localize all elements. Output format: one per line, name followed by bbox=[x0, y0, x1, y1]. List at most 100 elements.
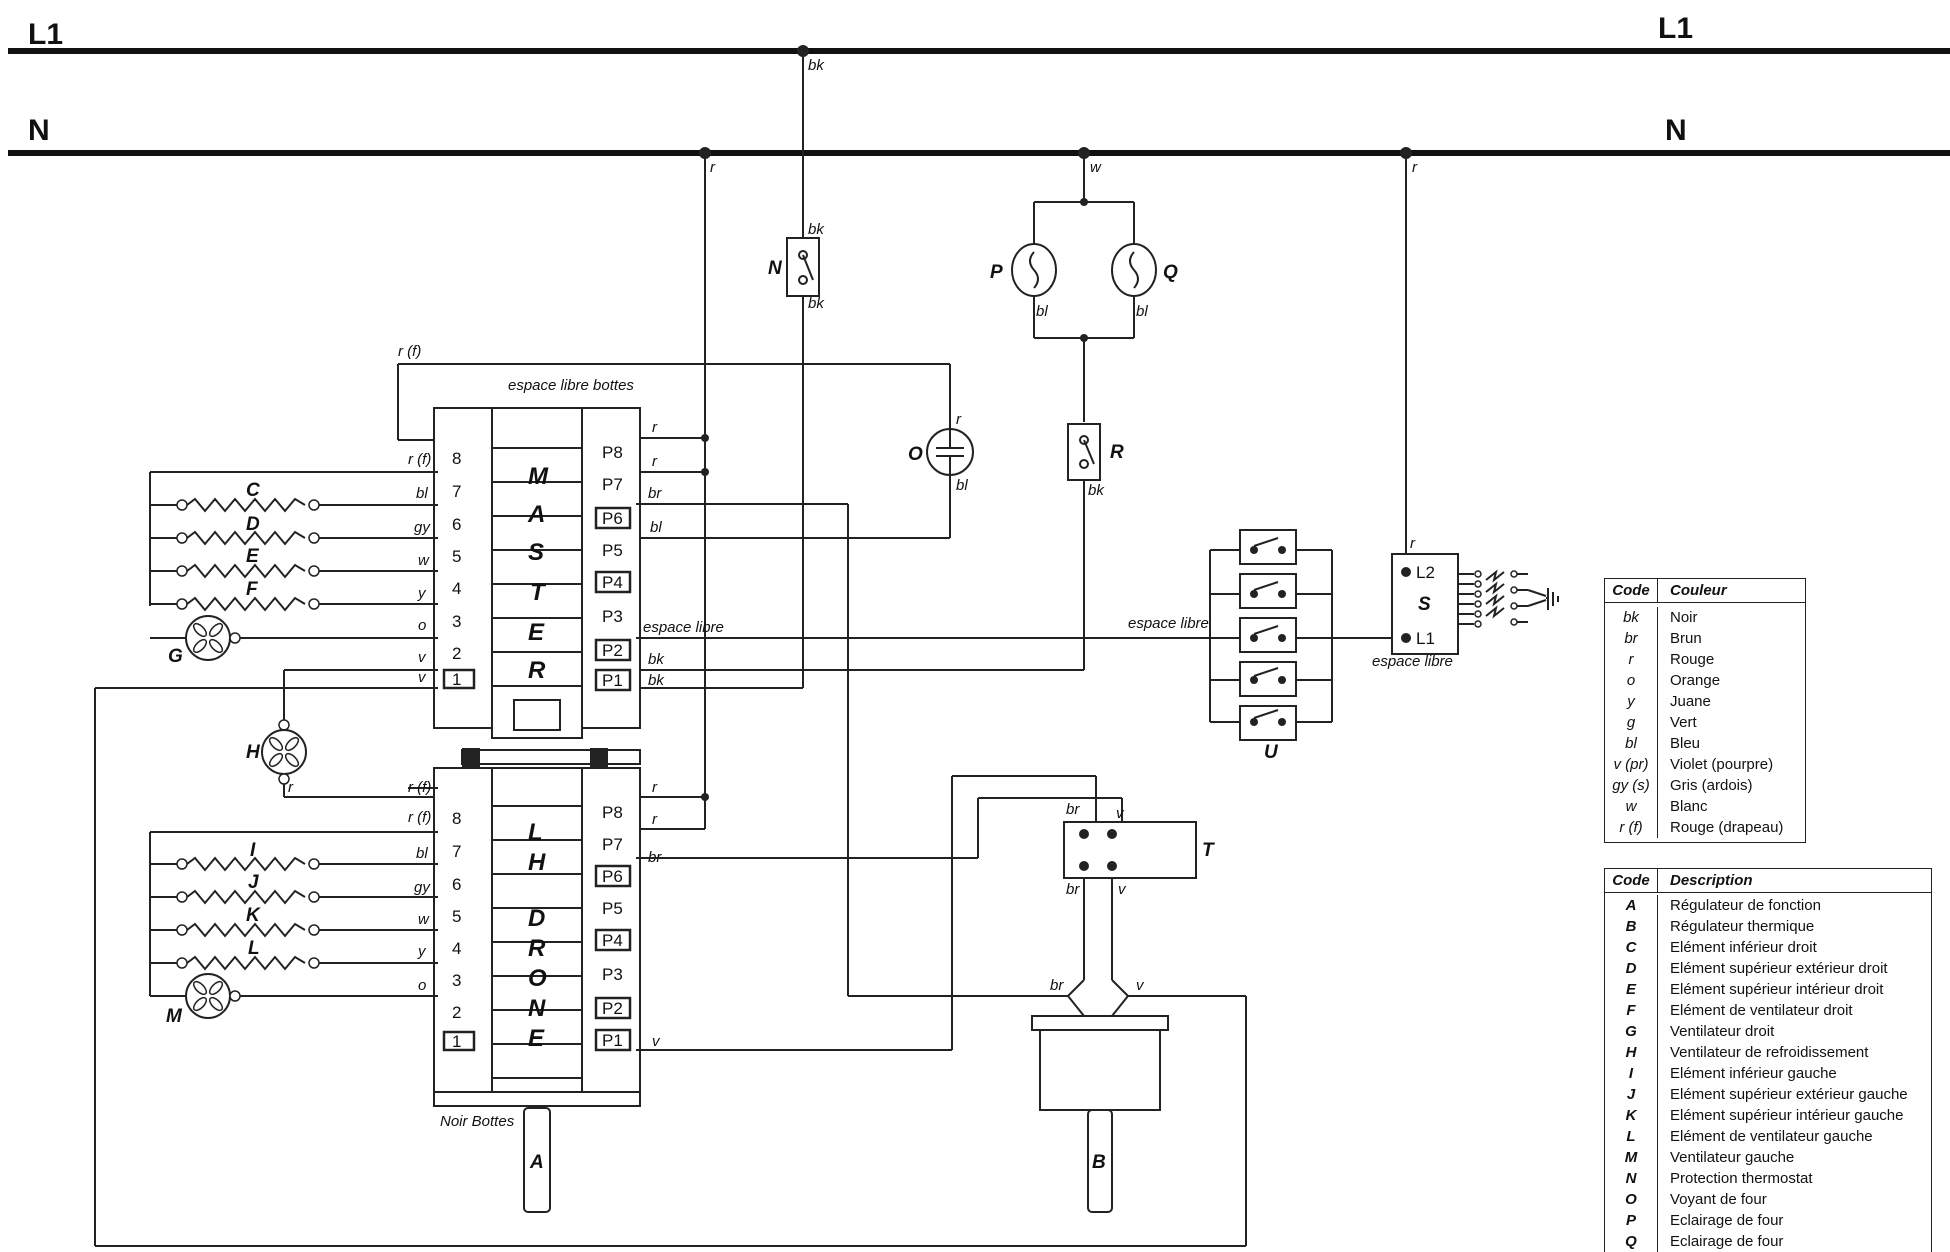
wire-label-r-s: r bbox=[1410, 535, 1416, 552]
wire-label-bk-3: bk bbox=[808, 295, 825, 312]
element-j bbox=[150, 889, 438, 905]
wire-label-w-1: w bbox=[1090, 159, 1102, 176]
component-label-m: M bbox=[166, 1006, 183, 1027]
lhdrone-terminal-1: 1 bbox=[452, 1032, 461, 1051]
function-regulator-a bbox=[523, 1107, 551, 1213]
wire-label-rf-7b: r (f) bbox=[408, 809, 431, 826]
master-terminal-2: 2 bbox=[452, 644, 461, 663]
n-label-right: N bbox=[1665, 114, 1687, 147]
master-terminal-7: 7 bbox=[452, 482, 461, 501]
note-noir-bottes: Noir Bottes bbox=[440, 1113, 515, 1130]
color-table-header-color: Couleur bbox=[1670, 582, 1727, 599]
lhdrone-terminal-4: 4 bbox=[452, 939, 461, 958]
component-label-q: Q bbox=[1163, 262, 1178, 283]
component-label-o: O bbox=[908, 444, 923, 465]
lhdrone-terminal-p7: P7 bbox=[602, 835, 623, 854]
wire-label-bk-1: bk bbox=[808, 57, 825, 74]
lhdrone-terminal-p8: P8 bbox=[602, 803, 623, 822]
wire-label-bl-q: bl bbox=[1136, 303, 1148, 320]
wire-label-w-4: w bbox=[418, 552, 430, 569]
table-row: v (pr)Violet (pourpre) bbox=[1605, 754, 1805, 775]
component-label-d: D bbox=[246, 514, 260, 535]
element-i bbox=[150, 856, 438, 872]
switch-bank-u bbox=[1209, 529, 1333, 741]
master-letter-e: E bbox=[528, 619, 545, 646]
l1-label-left: L1 bbox=[28, 18, 63, 51]
wire-label-v-b: v bbox=[1136, 977, 1145, 994]
wire-label-rf-8b: r (f) bbox=[408, 779, 431, 796]
wire-label-r-s-top: r bbox=[1412, 159, 1418, 176]
lhdrone-letter-o: O bbox=[528, 965, 547, 992]
lhdrone-letter-r: R bbox=[528, 935, 546, 962]
component-label-n: N bbox=[768, 258, 783, 279]
lhdrone-terminal-5: 5 bbox=[452, 907, 461, 926]
lhdrone-terminal-p2: P2 bbox=[602, 999, 623, 1018]
master-terminal-p1: P1 bbox=[602, 671, 623, 690]
component-label-b: B bbox=[1092, 1152, 1106, 1173]
wire-label-y-3: y bbox=[417, 585, 427, 602]
wire-label-br-b: br bbox=[1050, 977, 1064, 994]
component-label-l: L bbox=[248, 938, 260, 959]
wire-bk-l1 bbox=[636, 51, 804, 689]
element-k bbox=[150, 922, 438, 938]
master-terminal-6: 6 bbox=[452, 515, 461, 534]
component-label-i: I bbox=[250, 840, 256, 861]
wire-label-r-o: r bbox=[956, 411, 962, 428]
s-terminal-l1: L1 bbox=[1416, 629, 1435, 648]
table-row: r (f)Rouge (drapeau) bbox=[1605, 817, 1805, 838]
master-terminal-p2: P2 bbox=[602, 641, 623, 660]
master-terminal-p4: P4 bbox=[602, 573, 623, 592]
thermostat-b-flange bbox=[1031, 1015, 1169, 1031]
wire-label-v-1: v bbox=[418, 669, 427, 686]
note-espace-libre-s: espace libre bbox=[1372, 653, 1453, 670]
lhdrone-letter-e: E bbox=[528, 1025, 545, 1052]
master-terminal-3: 3 bbox=[452, 612, 461, 631]
thermostat-b-body bbox=[1039, 1029, 1161, 1111]
wire-label-o-2: o bbox=[418, 617, 426, 634]
wire-label-r-h: r bbox=[288, 779, 294, 796]
wire-label-v-2: v bbox=[418, 649, 427, 666]
component-label-k: K bbox=[246, 905, 261, 926]
component-label-f: F bbox=[246, 579, 259, 600]
master-terminal-p7: P7 bbox=[602, 475, 623, 494]
lhdrone-terminal-3: 3 bbox=[452, 971, 461, 990]
component-label-s: S bbox=[1418, 594, 1431, 615]
wire-label-o-2b: o bbox=[418, 977, 426, 994]
door-switch-r bbox=[1067, 423, 1101, 481]
color-table-header-code: Code bbox=[1605, 579, 1658, 602]
master-terminal-p8: P8 bbox=[602, 443, 623, 462]
wire-label-rf-7: r (f) bbox=[408, 451, 431, 468]
wire-label-r-p8: r bbox=[652, 419, 658, 436]
cooling-fan-h bbox=[261, 729, 307, 775]
oven-indicator-o bbox=[926, 428, 974, 476]
lhdrone-letter-d: D bbox=[528, 905, 545, 932]
master-switch-block bbox=[433, 407, 641, 768]
component-label-a: A bbox=[529, 1152, 544, 1173]
component-label-h: H bbox=[246, 742, 261, 763]
lhdrone-switch-block bbox=[433, 767, 641, 1107]
wire-label-bk-r: bk bbox=[1088, 482, 1105, 499]
element-l bbox=[150, 955, 438, 971]
wire-label-r-p8-2: r bbox=[652, 779, 658, 796]
lhdrone-letter-l: L bbox=[528, 819, 543, 846]
wire-label-bl-6b: bl bbox=[416, 845, 428, 862]
component-label-u: U bbox=[1264, 742, 1279, 763]
description-table-header: Code Description bbox=[1605, 869, 1931, 893]
wire-label-gy-5b: gy bbox=[414, 879, 431, 896]
